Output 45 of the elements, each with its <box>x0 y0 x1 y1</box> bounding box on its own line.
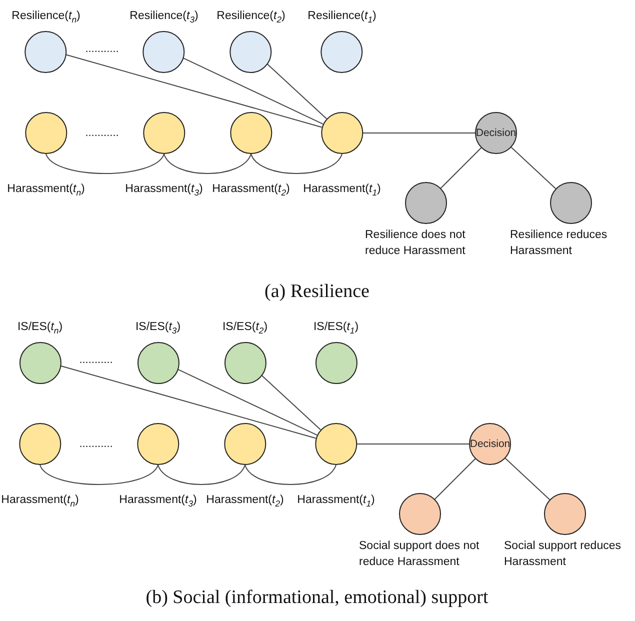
node-label: IS/ES(t$_{3}$) <box>135 320 181 338</box>
node-label: Harassment(t$_{n}$) <box>7 182 85 200</box>
connector-line <box>434 458 476 500</box>
connector-line <box>176 368 318 436</box>
ellipsis-dots: ........... <box>79 438 113 450</box>
node-label: IS/ES(t$_{1}$) <box>313 320 359 338</box>
arc-connector <box>250 154 342 174</box>
ellipsis-dots: ........... <box>85 127 119 139</box>
node-label: Resilience reduces Harassment <box>510 228 608 259</box>
panel-caption: (b) Social (informational, emotional) support <box>146 587 488 609</box>
node-label: Resilience(t$_{1}$) <box>308 9 376 26</box>
arc-connector <box>158 464 246 485</box>
node-label: Decision <box>476 127 516 139</box>
ellipsis-dots: ........... <box>85 43 119 55</box>
node-label: Harassment(t$_{2}$) <box>206 493 284 510</box>
panel-caption: (a) Resilience <box>264 281 370 303</box>
node-label: Social support does not reduce Harassment <box>359 539 480 570</box>
node-label: Resilience(t$_{3}$) <box>130 9 198 26</box>
node-label: Resilience(t$_{n}$) <box>12 9 80 26</box>
node-label: Harassment(t$_{3}$) <box>125 182 203 200</box>
node-label: Resilience(t$_{2}$) <box>216 9 286 26</box>
connector-line <box>260 374 322 430</box>
node-label: IS/ES(t$_{n}$) <box>17 320 63 338</box>
node-label: Harassment(t$_{n}$) <box>1 493 79 510</box>
connector-line <box>182 57 324 125</box>
arc-connector <box>40 464 158 485</box>
node-label: IS/ES(t$_{2}$) <box>222 320 268 338</box>
connector-line <box>362 132 476 134</box>
connector-line <box>440 147 482 189</box>
arc-connector <box>46 154 164 174</box>
node-label: Decision <box>470 438 510 450</box>
node-label: Harassment(t$_{3}$) <box>119 493 197 510</box>
connector-line <box>266 62 328 120</box>
node-label: Resilience does not reduce Harassment <box>365 228 466 259</box>
arc-connector <box>164 154 252 174</box>
ellipsis-dots: ........... <box>79 354 113 366</box>
connector-line <box>66 54 322 128</box>
arc-connector <box>244 464 336 485</box>
connector-line <box>504 458 550 500</box>
connector-line <box>60 365 316 439</box>
node-label: Harassment(t$_{1}$) <box>303 182 381 200</box>
node-label: Social support reduces Harassment <box>504 539 622 570</box>
connector-line <box>510 146 556 190</box>
node-label: Harassment(t$_{2}$) <box>212 182 290 200</box>
node-label: Harassment(t$_{1}$) <box>297 493 375 510</box>
